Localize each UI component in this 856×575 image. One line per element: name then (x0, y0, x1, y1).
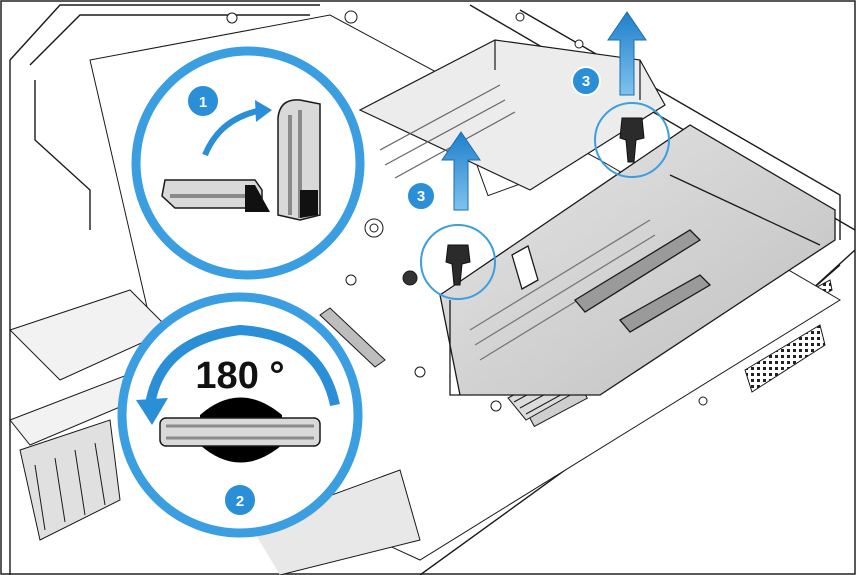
step-3-badge-right: 3 (571, 66, 601, 96)
riser-latch-icon (420, 102, 670, 300)
rotation-label: 180 ° (195, 355, 284, 397)
step-3-label-right: 3 (582, 73, 590, 90)
latch-lift-icon: 1 (131, 46, 365, 280)
riser-cage (439, 124, 836, 396)
step-1-label: 1 (199, 94, 207, 111)
step-3-badge-left: 3 (406, 181, 436, 211)
rotate-180-icon: 180 ° 2 (117, 292, 363, 538)
drive-bays (9, 289, 421, 575)
up-arrow-icon (441, 11, 647, 211)
memory-slot (319, 307, 386, 368)
step-2-label: 2 (236, 493, 244, 510)
step-3-label-left: 3 (417, 188, 425, 205)
